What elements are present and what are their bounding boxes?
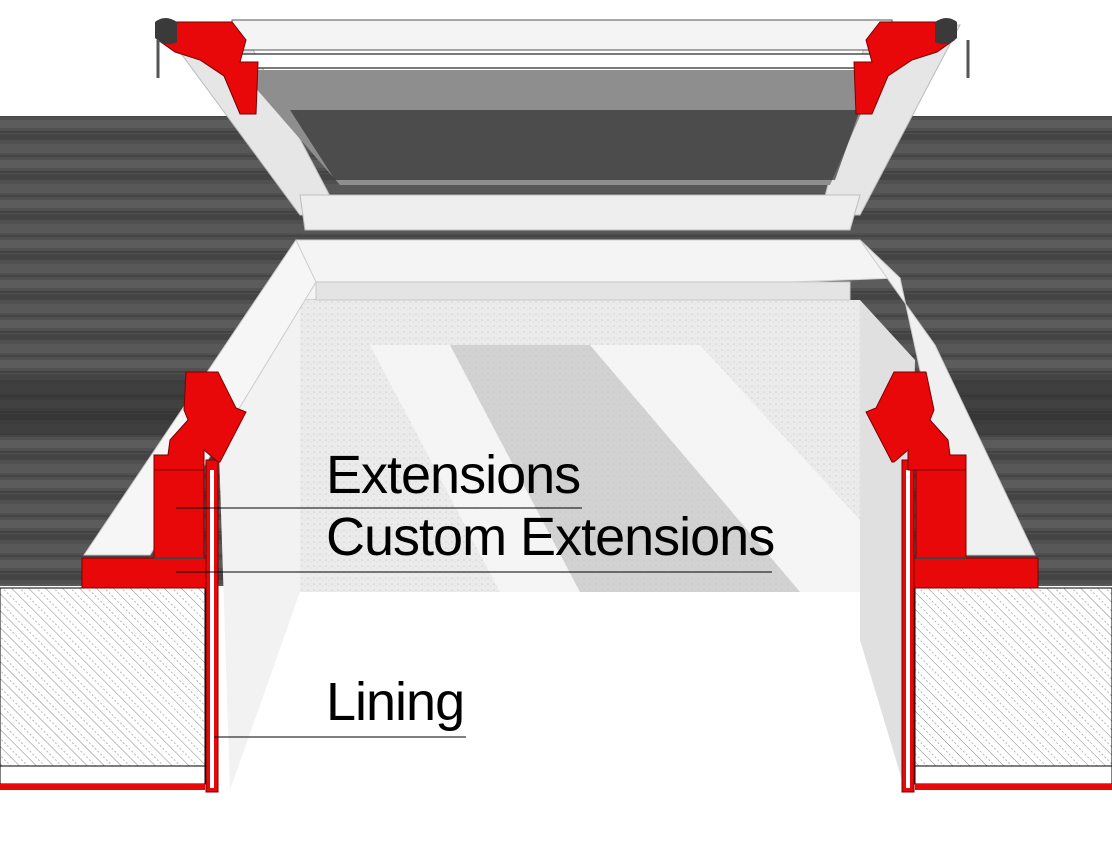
- ceiling-board-right: [914, 765, 1112, 785]
- upstand-right: [859, 239, 1036, 556]
- lining-right-inner: [906, 470, 910, 788]
- ceiling-board-left: [0, 765, 206, 785]
- light-beam-1: [370, 345, 580, 592]
- roof-section-right: [914, 587, 1112, 767]
- lid-profile-left: [157, 21, 259, 115]
- ceiling-red-left: [0, 784, 205, 790]
- base-flange-right: [913, 557, 1039, 589]
- extension-block-right: [915, 469, 967, 559]
- lid-profile-right: [853, 21, 955, 115]
- lid-seal-left: [155, 18, 177, 45]
- extension-block-left: [153, 469, 205, 559]
- lid-top-rail: [231, 19, 893, 51]
- lid-bottom-frame: [299, 194, 861, 231]
- ceiling-red-right: [915, 784, 1112, 790]
- shadow-beam: [450, 345, 800, 592]
- label-extensions: Extensions: [326, 445, 581, 505]
- lid-glass-reflection: [290, 110, 860, 180]
- label-custom-extensions: Custom Extensions: [326, 507, 775, 567]
- upstand-profile-right: [865, 371, 967, 471]
- upstand-inner-ledge: [315, 281, 851, 301]
- lid-inner-bar: [233, 53, 887, 69]
- base-flange-left: [81, 557, 207, 589]
- lid-seal-right: [935, 18, 957, 45]
- light-beam-2: [590, 345, 860, 592]
- roof-section-left: [0, 587, 206, 767]
- label-lining: Lining: [326, 672, 465, 732]
- lining-left-inner: [210, 470, 214, 788]
